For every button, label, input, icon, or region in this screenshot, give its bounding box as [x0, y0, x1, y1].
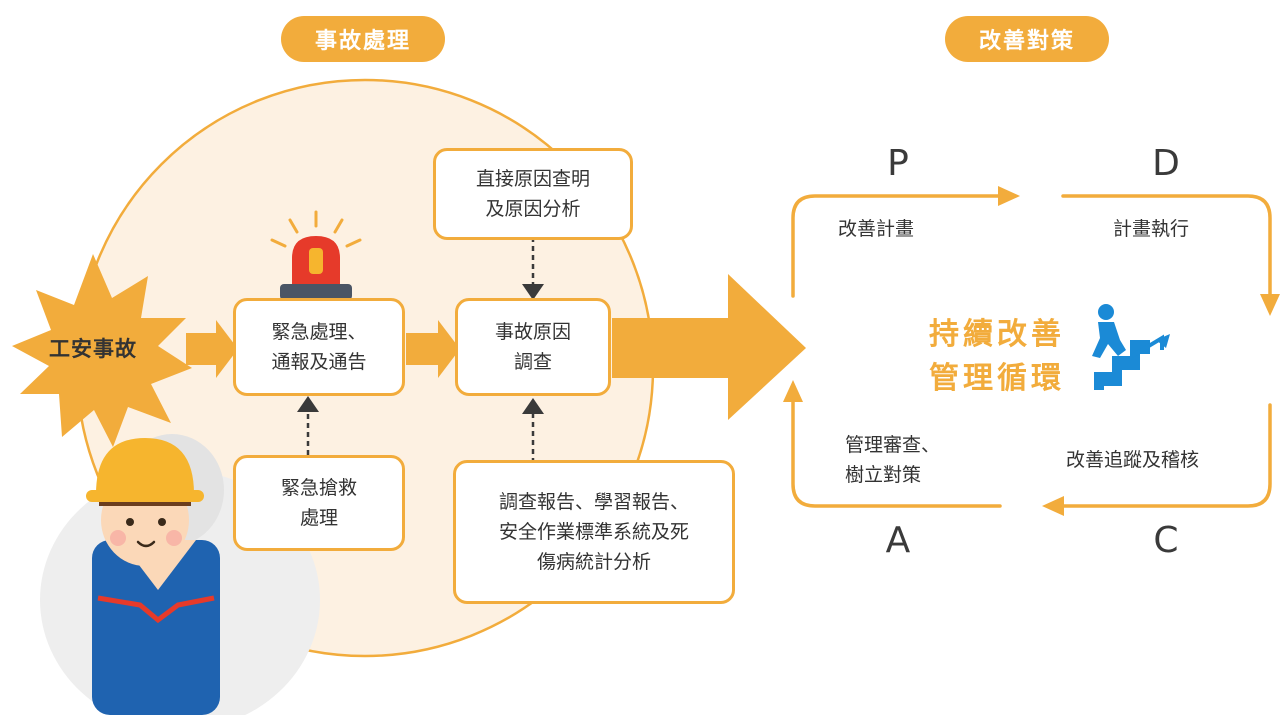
dashed-arrow-direct-cause — [522, 237, 544, 300]
pdca-act-label: 管理審查、 樹立對策 — [845, 434, 941, 486]
siren-icon — [270, 210, 362, 300]
explosion-burst-icon — [12, 254, 192, 447]
header-improvement-measures: 改善對策 — [945, 16, 1109, 62]
big-arrow — [612, 274, 806, 420]
pdca-loop — [791, 194, 1272, 508]
box-cause-investigation: 事故原因 調查 — [455, 298, 611, 396]
flow-arrow-1 — [186, 320, 238, 378]
pdca-check-label: 改善追蹤及稽核 — [1066, 449, 1200, 471]
box-reports-statistics: 調查報告、學習報告、 安全作業標準系統及死 傷病統計分析 — [453, 460, 735, 604]
flow-arrow-2 — [406, 320, 460, 378]
pdca-do-label: 計畫執行 — [1113, 218, 1190, 240]
climbing-stairs-icon — [1092, 304, 1170, 390]
box-emergency-rescue: 緊急搶救 處理 — [233, 455, 405, 551]
pdca-plan-label: 改善計畫 — [838, 218, 915, 240]
pdca-letter-a: A — [885, 520, 911, 561]
box-emergency-handling: 緊急處理、 通報及通告 — [233, 298, 405, 396]
start-label-workplace-accident: 工安事故 — [49, 337, 137, 361]
pdca-arrowheads — [783, 186, 1280, 516]
pdca-letter-d: D — [1152, 143, 1180, 184]
continuous-improvement-title: 持續改善 管理循環 — [929, 317, 1065, 396]
dashed-arrow-reports — [522, 398, 544, 463]
dashed-arrow-rescue — [297, 396, 319, 455]
header-accident-handling: 事故處理 — [281, 16, 445, 62]
pdca-letter-c: C — [1153, 520, 1179, 561]
pdca-letter-p: P — [887, 143, 909, 184]
box-direct-cause-analysis: 直接原因查明 及原因分析 — [433, 148, 633, 240]
